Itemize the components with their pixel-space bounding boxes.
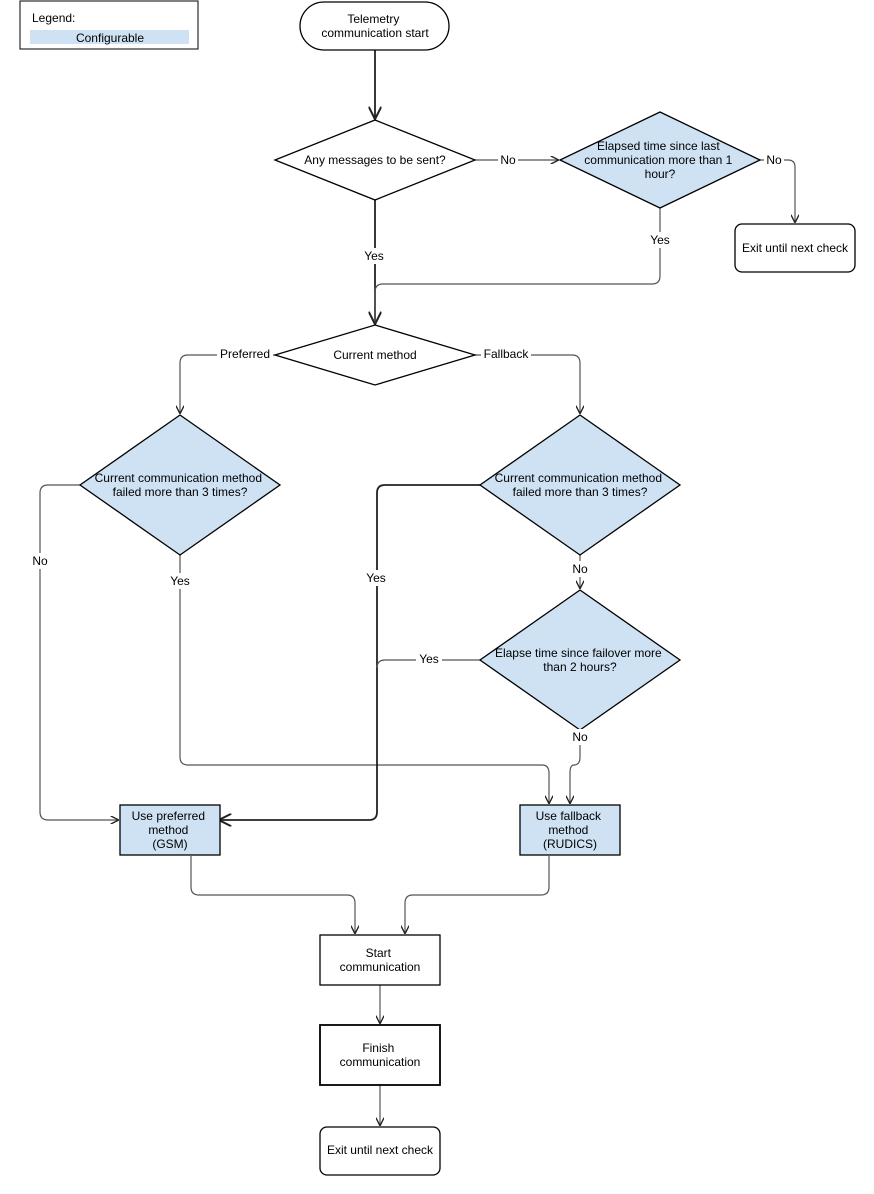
edge-preferred: [180, 354, 275, 413]
edge-label-failover-yes: Yes: [419, 652, 439, 666]
edge-label-fallback: Fallback: [484, 347, 530, 361]
connectors: [39, 50, 795, 1125]
use-preferred-process: [119, 804, 221, 856]
edge-elapsed-no: [760, 159, 795, 222]
use-fallback-process: [519, 804, 621, 856]
finish-communication-label: Finish communication: [340, 1041, 421, 1069]
current-method-label: Current method: [333, 348, 416, 362]
edge-label-preferred: Preferred: [220, 347, 270, 361]
edge-pref-to-start: [190, 856, 355, 933]
edge-label-fb-no: No: [572, 562, 588, 576]
legend: Legend: Configurable: [19, 0, 199, 50]
exit-top-label: Exit until next check: [742, 241, 849, 255]
edge-pref-yes: [179, 555, 549, 803]
start-label: Telemetry communication start: [321, 12, 429, 40]
use-preferred-label: Use preferred method (GSM): [132, 809, 209, 851]
node-labels: Telemetry communication start Any messag…: [95, 12, 849, 1157]
edge-label-elapsed-yes: Yes: [650, 233, 670, 247]
start-communication-process: [319, 934, 441, 986]
any-messages-decision: [273, 119, 477, 201]
exit-bottom-terminal: [319, 1126, 441, 1176]
failover-2h-label: Elapse time since failover more than 2 h…: [495, 646, 665, 674]
edge-labels: No No Yes Yes Preferred Fallback No Yes …: [32, 153, 782, 744]
edge-pref-no: [39, 484, 118, 820]
finish-communication-process: [319, 1024, 441, 1086]
edge-failover-no: [570, 730, 581, 803]
start-communication-label: Start communication: [340, 946, 421, 974]
edge-label-fb-yes: Yes: [366, 571, 386, 585]
any-messages-label: Any messages to be sent?: [304, 153, 446, 167]
elapsed-1h-label: Elapsed time since last communication mo…: [584, 139, 735, 181]
start-terminal: [299, 1, 450, 51]
pref-failed-decision: [78, 414, 282, 556]
pref-failed-label: Current communication method failed more…: [95, 471, 266, 499]
edge-fallback: [475, 354, 580, 413]
shapes: [78, 1, 856, 1176]
legend-configurable-swatch: [30, 30, 189, 44]
edge-label-failover-no: No: [572, 730, 588, 744]
exit-top-terminal: [734, 223, 856, 273]
edge-label-pref-no: No: [32, 554, 48, 568]
elapsed-1h-decision: [558, 111, 762, 209]
use-fallback-label: Use fallback method (RUDICS): [536, 809, 605, 851]
edge-label-backgrounds: [30, 152, 784, 745]
legend-title: Legend:: [32, 11, 75, 25]
edge-label-elapsed-no: No: [766, 153, 782, 167]
edge-label-pref-yes: Yes: [170, 574, 190, 588]
edge-fb-yes: [220, 484, 480, 820]
edge-fb-to-start: [405, 856, 550, 933]
edge-failover-yes: [376, 659, 480, 669]
current-method-decision: [272, 324, 478, 386]
fb-failed-decision: [478, 414, 682, 556]
fb-failed-label: Current communication method failed more…: [495, 471, 666, 499]
edge-label-any-yes: Yes: [364, 249, 384, 263]
edge-label-any-no: No: [500, 153, 516, 167]
exit-bottom-label: Exit until next check: [327, 1143, 434, 1157]
edge-elapsed-yes: [375, 208, 661, 323]
legend-configurable-label: Configurable: [76, 31, 144, 45]
